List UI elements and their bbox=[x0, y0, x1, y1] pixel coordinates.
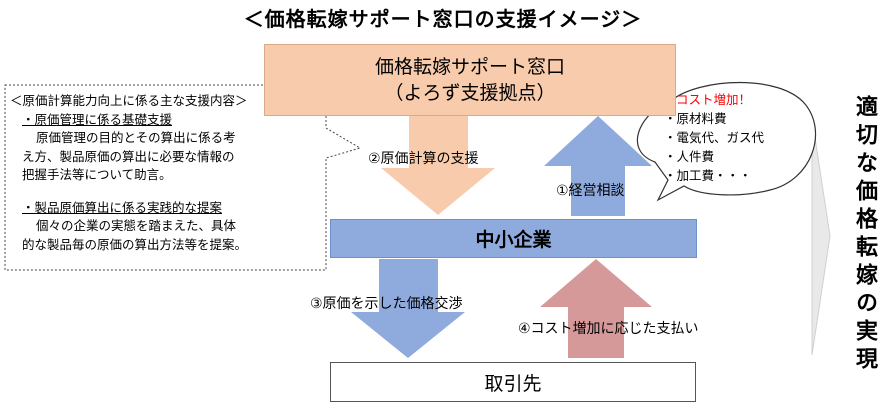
callout-item1-body-line: 原価管理の目的とその算出に係る考 bbox=[36, 130, 236, 145]
consult-up-arrow bbox=[544, 116, 652, 216]
cost-bubble-title: コスト増加！ bbox=[676, 92, 752, 107]
callout-item1-body-line: 把握手法等について助言。 bbox=[22, 167, 172, 182]
callout-heading: ＜原価計算能力向上に係る主な支援内容＞ bbox=[10, 93, 248, 108]
cost-item: ・原材料費 bbox=[664, 111, 727, 126]
support-window-box: 価格転嫁サポート窓口 （よろず支援拠点） bbox=[264, 44, 676, 116]
support-down-arrow bbox=[381, 116, 495, 215]
payment-arrow-label: ④コスト増加に応じた支払い bbox=[518, 321, 699, 337]
cost-item: ・加工費・・・ bbox=[664, 168, 752, 183]
callout-item2-body-line: 個々の企業の実態を踏まえた、具体 bbox=[36, 218, 237, 233]
cost-item: ・人件費 bbox=[664, 149, 715, 164]
payment-up-arrow bbox=[540, 259, 652, 358]
callout-item1-body-line: え方、製品原価の算出に必要な情報の bbox=[22, 148, 235, 164]
callout-spacer bbox=[10, 185, 322, 199]
support-arrow-label: ②原価計算の支援 bbox=[368, 151, 479, 167]
cost-bubble: コスト増加！ ・原材料費 ・電気代、ガス代 ・人件費 ・加工費・・・ bbox=[664, 90, 804, 185]
callout-item2-title: ・製品原価算出に係る実践的な提案 bbox=[22, 199, 223, 215]
outcome-side-arrow bbox=[811, 117, 831, 356]
callout-item1-title: ・原価管理に係る基礎支援 bbox=[22, 111, 173, 127]
outcome-label: 適切な価格転嫁の実現 bbox=[852, 95, 877, 375]
sme-box: 中小企業 bbox=[330, 219, 697, 258]
cost-item: ・電気代、ガス代 bbox=[664, 130, 765, 145]
support-window-subtitle: （よろず支援拠点） bbox=[384, 82, 556, 104]
diagram-title: ＜価格転嫁サポート窓口の支援イメージ＞ bbox=[243, 7, 643, 31]
negotiation-arrow-label: ③原価を示した価格交渉 bbox=[310, 296, 463, 312]
callout-item2-body-line: 的な製品毎の原価の算出方法等を提案。 bbox=[22, 236, 248, 252]
negotiation-down-arrow bbox=[351, 259, 465, 358]
support-callout: ＜原価計算能力向上に係る主な支援内容＞ ・原価管理に係る基礎支援 原価管理の目的… bbox=[10, 92, 322, 254]
consult-arrow-label: ①経営相談 bbox=[556, 183, 625, 199]
support-window-name: 価格転嫁サポート窓口 bbox=[374, 56, 565, 78]
business-partner-box: 取引先 bbox=[330, 362, 696, 402]
